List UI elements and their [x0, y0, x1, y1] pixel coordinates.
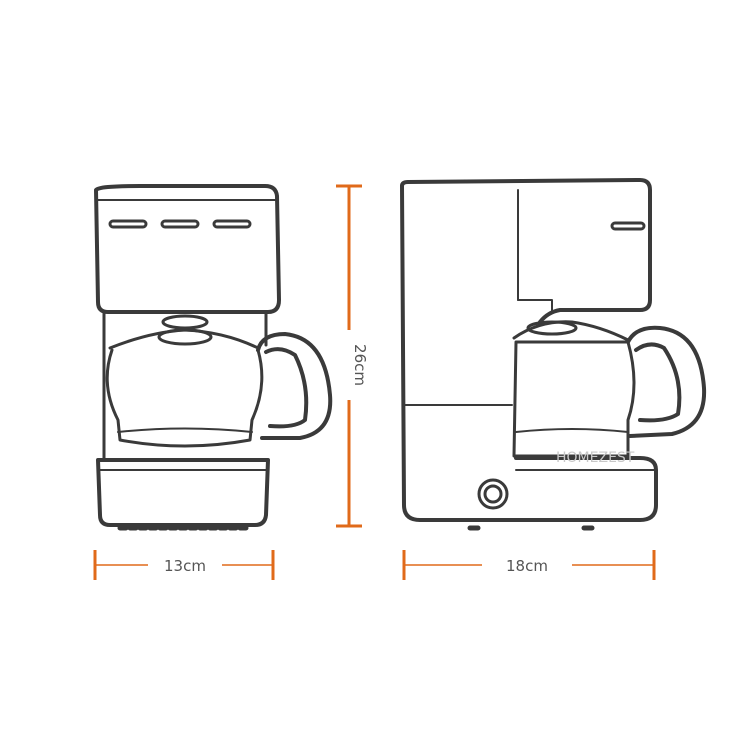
side-carafe-glass — [512, 340, 636, 458]
front-top-housing — [94, 184, 281, 314]
side-drip-step — [517, 299, 553, 313]
power-knob-icon — [477, 478, 509, 510]
front-slot-left — [108, 219, 148, 229]
front-drip-nozzle — [161, 314, 209, 330]
side-main-body — [400, 178, 652, 324]
front-lid-knob — [157, 328, 213, 346]
front-carafe-waterline — [117, 427, 253, 433]
side-slot — [610, 221, 646, 231]
front-width-label: 13cm — [164, 557, 206, 575]
side-lid-knob — [526, 320, 578, 336]
side-width-label: 18cm — [506, 557, 548, 575]
side-carafe-handle — [626, 325, 707, 438]
front-carafe-handle — [256, 332, 333, 440]
power-knob-center — [483, 484, 503, 504]
front-base — [96, 458, 270, 527]
side-view-coffee-maker — [400, 178, 707, 531]
side-carafe-waterline — [515, 428, 629, 433]
front-slot-middle — [160, 219, 200, 229]
height-label: 26cm — [351, 344, 369, 386]
front-handle-inner — [264, 347, 309, 429]
front-carafe-glass — [105, 348, 264, 448]
dimension-lines — [93, 184, 656, 580]
front-slot-right — [212, 219, 252, 229]
front-view-coffee-maker — [94, 184, 333, 531]
watermark-brand: HOMEZEST — [556, 450, 635, 466]
side-back-column — [400, 184, 658, 522]
side-handle-inner — [634, 342, 682, 423]
